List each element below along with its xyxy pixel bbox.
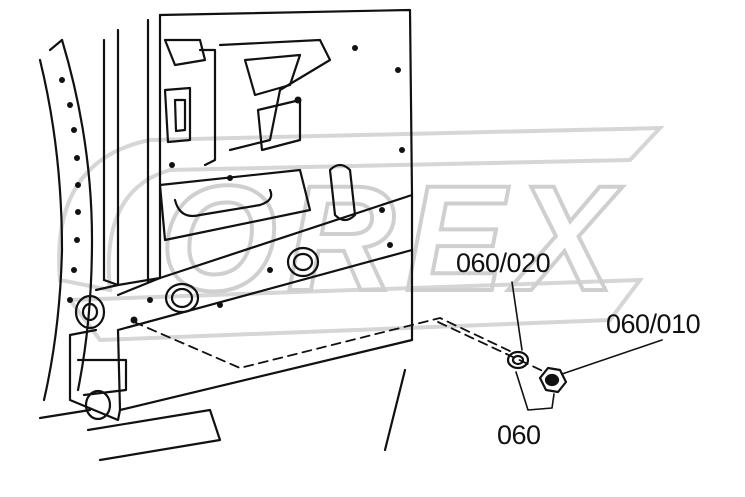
- boss-fitting: [74, 282, 200, 330]
- vertical-post: [94, 13, 162, 292]
- assembly-dash-lines: [133, 317, 546, 373]
- callout-060-020: 060/020: [456, 248, 551, 278]
- callout-060: 060: [497, 420, 541, 450]
- orex-watermark-logo: OREX: [57, 125, 665, 343]
- centre-line: [383, 368, 407, 452]
- curved-frame-rail: [38, 38, 94, 402]
- mid-window: [158, 163, 357, 278]
- callout-060-010: 060/010: [606, 309, 701, 339]
- lower-bracket: [38, 328, 222, 462]
- plate-holes: [130, 45, 405, 324]
- nut-part-060-010: [538, 366, 568, 394]
- main-plate: [116, 8, 414, 412]
- washer-part-060-020: [506, 350, 530, 370]
- upper-cutouts: [163, 38, 332, 167]
- leader-lines: [511, 281, 663, 411]
- watermark-text: OREX: [160, 154, 625, 322]
- rail-holes: [59, 77, 81, 303]
